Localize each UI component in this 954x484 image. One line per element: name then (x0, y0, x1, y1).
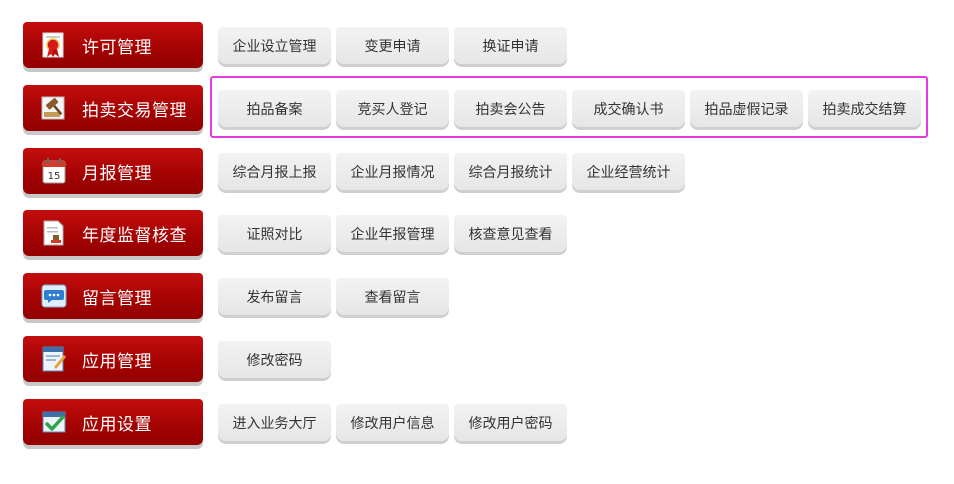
category-label: 拍卖交易管理 (82, 100, 187, 121)
button-edit-user-info[interactable]: 修改用户信息 (336, 404, 449, 441)
menu-row-messages: 留言管理 发布留言 查看留言 (0, 273, 954, 325)
button-change-password[interactable]: 修改密码 (218, 341, 331, 378)
button-change-request[interactable]: 变更申请 (336, 27, 449, 64)
button-deal-confirmation[interactable]: 成交确认书 (572, 90, 685, 127)
button-post-message[interactable]: 发布留言 (218, 278, 331, 315)
calendar-icon: 15 (40, 157, 68, 185)
button-auction-announcement[interactable]: 拍卖会公告 (454, 90, 567, 127)
button-deal-settlement[interactable]: 拍卖成交结算 (808, 90, 921, 127)
category-label: 许可管理 (82, 37, 152, 58)
button-false-lot-record[interactable]: 拍品虚假记录 (690, 90, 803, 127)
calendar-day: 15 (48, 171, 61, 182)
category-app-settings[interactable]: 应用设置 (23, 399, 203, 445)
menu-row-auction: 拍卖交易管理 拍品备案 竞买人登记 拍卖会公告 成交确认书 拍品虚假记录 拍卖成… (0, 85, 954, 137)
button-business-statistics[interactable]: 企业经营统计 (572, 153, 685, 190)
menu-row-monthly: 15 月报管理 综合月报上报 企业月报情况 综合月报统计 企业经营统计 (0, 148, 954, 200)
button-lot-registration[interactable]: 拍品备案 (218, 90, 331, 127)
category-app-management[interactable]: 应用管理 (23, 336, 203, 382)
button-enter-business-hall[interactable]: 进入业务大厅 (218, 404, 331, 441)
menu-row-annual: 年度监督核查 证照对比 企业年报管理 核查意见查看 (0, 210, 954, 262)
button-change-user-password[interactable]: 修改用户密码 (454, 404, 567, 441)
category-monthly-report[interactable]: 15 月报管理 (23, 148, 203, 194)
menu-row-app-settings: 应用设置 进入业务大厅 修改用户信息 修改用户密码 (0, 399, 954, 451)
message-bubble-icon (40, 282, 68, 310)
category-annual-inspection[interactable]: 年度监督核查 (23, 210, 203, 256)
category-license-management[interactable]: 许可管理 (23, 22, 203, 68)
auction-gavel-icon (40, 94, 68, 122)
menu-row-license: 许可管理 企业设立管理 变更申请 换证申请 (0, 22, 954, 74)
category-label: 月报管理 (82, 163, 152, 184)
button-renew-license[interactable]: 换证申请 (454, 27, 567, 64)
button-enterprise-setup[interactable]: 企业设立管理 (218, 27, 331, 64)
button-view-messages[interactable]: 查看留言 (336, 278, 449, 315)
button-license-comparison[interactable]: 证照对比 (218, 215, 331, 252)
category-label: 应用设置 (82, 414, 152, 435)
button-view-inspection-opinion[interactable]: 核查意见查看 (454, 215, 567, 252)
button-annual-report-management[interactable]: 企业年报管理 (336, 215, 449, 252)
category-message-management[interactable]: 留言管理 (23, 273, 203, 319)
menu-row-app-management: 应用管理 修改密码 (0, 336, 954, 388)
app-window-icon (40, 345, 68, 373)
category-label: 年度监督核查 (82, 225, 187, 246)
button-monthly-statistics[interactable]: 综合月报统计 (454, 153, 567, 190)
selection-highlight-frame (210, 76, 928, 138)
button-bidder-registration[interactable]: 竞买人登记 (336, 90, 449, 127)
document-stamp-icon (40, 219, 68, 247)
button-submit-monthly-report[interactable]: 综合月报上报 (218, 153, 331, 190)
category-auction-trading[interactable]: 拍卖交易管理 (23, 85, 203, 131)
category-label: 应用管理 (82, 351, 152, 372)
category-label: 留言管理 (82, 288, 152, 309)
button-enterprise-monthly-status[interactable]: 企业月报情况 (336, 153, 449, 190)
award-certificate-icon (40, 31, 68, 59)
settings-check-icon (40, 408, 68, 436)
